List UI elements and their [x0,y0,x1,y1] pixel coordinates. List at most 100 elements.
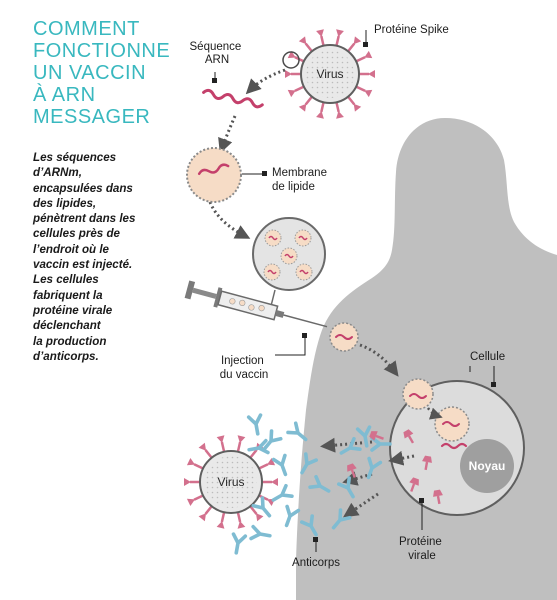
arrow-rna-to-lipid [218,115,237,154]
viral-protein-label: Protéine virale [399,536,445,562]
spike-head [336,29,344,37]
description-line: Les séquences [33,151,117,164]
antibody [251,496,272,518]
viral-protein [433,489,443,505]
spike-head [237,435,246,444]
cell: Noyau [389,378,525,516]
spike-stem [193,463,204,470]
antibodies-label: Anticorps [292,557,340,569]
spike-stem [335,101,340,113]
description-line: Les cellules [33,273,99,287]
antibody [284,504,301,528]
description-line: déclenchant [33,319,101,333]
antibody [231,532,248,555]
antibody [247,438,270,455]
rna-fragment [299,269,309,275]
antibodies [231,413,392,555]
spike-highlight [282,51,300,69]
spike-stem [204,505,213,515]
title-line: MESSAGER [33,106,151,128]
spike-head [267,458,276,466]
antibody [246,413,263,436]
title-line: FONCTIONNE [33,40,171,62]
spike-stem [294,85,305,93]
antibody [331,508,352,530]
spike-head [316,111,324,119]
description-line: encapsulées dans [33,181,133,195]
spike-head [368,70,375,78]
viral-protein [409,477,419,492]
description-line: cellules près de [33,227,120,241]
arrow-out-2 [388,450,415,466]
viral-protein [347,463,357,478]
viral-protein [422,455,432,471]
nucleus [460,439,514,493]
rna-fragment [268,235,278,241]
title: COMMENT FONCTIONNE UN VACCIN À ARN MESSA… [33,18,203,128]
arrow-injection-to-cell [359,343,399,377]
spike-stem [320,101,325,113]
antibody [337,476,355,499]
spike-head [287,50,296,59]
spike-protein-label: Protéine Spike [374,24,449,36]
viral-proteins-outside [347,431,384,478]
description: Les séquences d’ARNm, encapsulées dans d… [33,150,183,364]
arrow-lipid-to-cells [208,201,251,239]
spike-stem [347,42,356,53]
antibody [271,484,294,502]
description-line: pénètrent dans les [33,212,136,226]
spike-stem [355,55,366,63]
injected-particle [329,322,359,352]
rna-fragment [284,253,294,259]
spike-head [353,103,362,112]
syringe [184,280,328,328]
spike-head [184,478,191,486]
antibody [262,429,283,451]
arrow-virus-to-rna [245,68,286,95]
lipid-membrane-label: Membrane de lipide [272,167,330,193]
spike-stem [335,35,340,47]
virus-label-top: Virus [316,67,343,81]
description-line: d’ARNm, [33,166,82,180]
rna-fragment [267,269,277,275]
antibody [339,437,362,455]
arrow-out-4 [343,492,379,518]
rna-sequence-label: Séquence ARN [190,41,245,66]
spike-head [237,520,246,529]
description-line: fabriquent la [33,288,103,302]
spike-stem [258,463,269,470]
spike-head [298,103,307,112]
spike-stem [249,449,258,459]
spike-head [353,36,362,45]
spike-stem [236,441,242,453]
description-line: l’endroit où le [33,242,110,256]
description-line: protéine virale [33,303,113,317]
nucleus-label: Noyau [469,459,506,473]
viral-protein [369,431,384,441]
spike-head [316,29,324,37]
spike-head [198,442,207,451]
spike-head [364,89,373,98]
spike-stem [347,95,356,106]
cell-label: Cellule [470,351,505,363]
spike-stem [320,35,325,47]
spike-stem [355,85,366,93]
spike-head [216,435,225,444]
title-line: COMMENT [33,18,140,40]
description-line: des lipides, [33,196,97,210]
virus-bottom: Virus [184,435,278,529]
antibody [308,475,331,493]
antibody [300,452,318,475]
virus-top: Virus [282,29,375,119]
spike-head [216,520,225,529]
lipid-nanoparticle [186,147,242,203]
description-line: vaccin est injecté. [33,258,133,272]
antibody [271,453,288,477]
description-line: la production [33,334,107,348]
spike-head [287,89,296,98]
spike-stem [249,505,258,515]
injection-label: Injection du vaccin [220,355,269,381]
antibody [286,421,308,442]
arrow-particle-into-cell [426,407,443,420]
title-line: UN VACCIN [33,62,147,84]
